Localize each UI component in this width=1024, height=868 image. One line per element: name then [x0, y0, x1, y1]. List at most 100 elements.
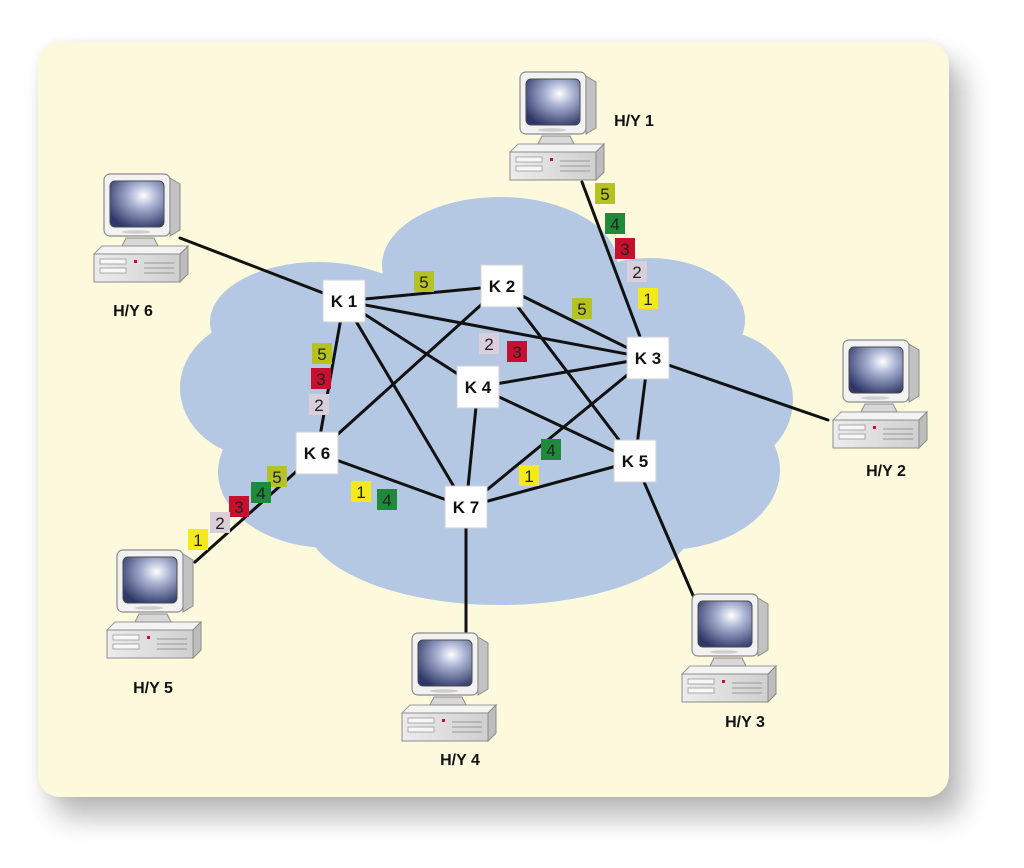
packet-1: 1: [638, 288, 658, 309]
packet-label: 2: [632, 263, 641, 282]
packet-box: [312, 343, 332, 364]
host-hy2: H/Y 2: [832, 339, 928, 480]
computer-icon: [681, 593, 777, 703]
packet-label: 2: [215, 514, 224, 533]
computer-icon: [401, 632, 497, 742]
computer-icon: [832, 339, 928, 449]
link-k6-k7: [315, 451, 468, 509]
node-k4: K 4: [456, 365, 500, 409]
packet-label: 5: [577, 300, 586, 319]
host-label-hy2: H/Y 2: [866, 463, 906, 480]
packet-1: 1: [351, 481, 371, 502]
node-box: [613, 439, 657, 483]
node-box: [626, 336, 670, 380]
nodes-layer: K 1 K 2 K 3 K 4 K 5 K 6 K 7: [295, 264, 670, 529]
node-label-k1: K 1: [331, 292, 357, 311]
packet-box: [638, 288, 658, 309]
packet-box: [229, 496, 249, 517]
packet-label: 5: [419, 273, 428, 292]
link-hy3-k5: [633, 459, 697, 602]
node-k1: K 1: [322, 279, 366, 323]
host-label-hy4: H/Y 4: [440, 752, 480, 769]
packet-box: [188, 529, 208, 550]
packet-5: 5: [312, 343, 332, 364]
packet-3: 3: [229, 496, 249, 517]
packet-label: 3: [234, 498, 243, 517]
node-box: [322, 279, 366, 323]
node-k6: K 6: [295, 431, 339, 475]
packet-5: 5: [267, 466, 287, 487]
host-label-hy1: H/Y 1: [614, 113, 654, 130]
host-hy1: H/Y 1: [509, 71, 654, 181]
link-hy1-k3: [580, 180, 650, 360]
host-label-hy3: H/Y 3: [725, 714, 765, 731]
packet-box: [210, 512, 230, 533]
packet-box: [351, 481, 371, 502]
link-k3-k4: [476, 356, 650, 389]
packet-2: 2: [627, 261, 647, 282]
packet-5: 5: [414, 271, 434, 292]
link-hy6-k1: [178, 236, 346, 303]
link-k1-k2: [342, 284, 504, 303]
link-k2-k5: [500, 284, 637, 463]
node-box: [295, 431, 339, 475]
packet-label: 1: [356, 483, 365, 502]
packet-1: 1: [188, 529, 208, 550]
packet-3: 3: [615, 238, 635, 259]
link-hy2-k3: [646, 356, 830, 422]
host-hy3: H/Y 3: [681, 593, 777, 731]
node-label-k4: K 4: [465, 378, 492, 397]
computer-icon: [509, 71, 605, 181]
packet-box: [267, 466, 287, 487]
host-hy5: H/Y 5: [106, 549, 202, 697]
packet-5: 5: [595, 183, 615, 204]
node-label-k7: K 7: [453, 498, 479, 517]
computer-icon: [106, 549, 202, 659]
packet-box: [519, 465, 539, 486]
link-k3-k7: [464, 356, 650, 509]
packet-label: 5: [600, 185, 609, 204]
packet-4: 4: [377, 489, 397, 510]
node-k5: K 5: [613, 439, 657, 483]
packet-1: 1: [519, 465, 539, 486]
node-label-k2: K 2: [489, 277, 515, 296]
packet-label: 4: [610, 215, 619, 234]
packet-label: 4: [546, 441, 555, 460]
packet-3: 3: [507, 341, 527, 362]
link-k2-k6: [315, 284, 504, 455]
host-hy4: H/Y 4: [401, 632, 497, 769]
link-k1-k3: [342, 299, 650, 360]
link-k2-k3: [500, 284, 650, 360]
packet-label: 3: [512, 343, 521, 362]
packet-label: 5: [272, 468, 281, 487]
hosts-layer: H/Y 1 H/Y 2 H/Y 3 H/Y 4 H/Y 5 H/Y 6: [93, 71, 928, 769]
packet-4: 4: [541, 439, 561, 460]
node-k7: K 7: [444, 485, 488, 529]
link-k5-k7: [464, 459, 637, 509]
packet-box: [605, 213, 625, 234]
host-hy6: H/Y 6: [93, 173, 189, 320]
packet-box: [572, 298, 592, 319]
packet-label: 5: [317, 345, 326, 364]
node-label-k3: K 3: [635, 349, 661, 368]
node-k2: K 2: [480, 264, 524, 308]
packet-box: [507, 341, 527, 362]
host-label-hy5: H/Y 5: [133, 680, 173, 697]
packet-4: 4: [605, 213, 625, 234]
packet-label: 1: [193, 531, 202, 550]
packet-label: 3: [620, 240, 629, 259]
packet-box: [615, 238, 635, 259]
link-k1-k7: [342, 299, 468, 509]
node-box: [480, 264, 524, 308]
packet-label: 1: [524, 467, 533, 486]
packet-box: [309, 394, 329, 415]
node-box: [456, 365, 500, 409]
node-label-k5: K 5: [622, 452, 648, 471]
packet-label: 2: [314, 396, 323, 415]
packet-2: 2: [479, 333, 499, 354]
packet-box: [595, 183, 615, 204]
packet-box: [311, 368, 331, 389]
packet-box: [377, 489, 397, 510]
